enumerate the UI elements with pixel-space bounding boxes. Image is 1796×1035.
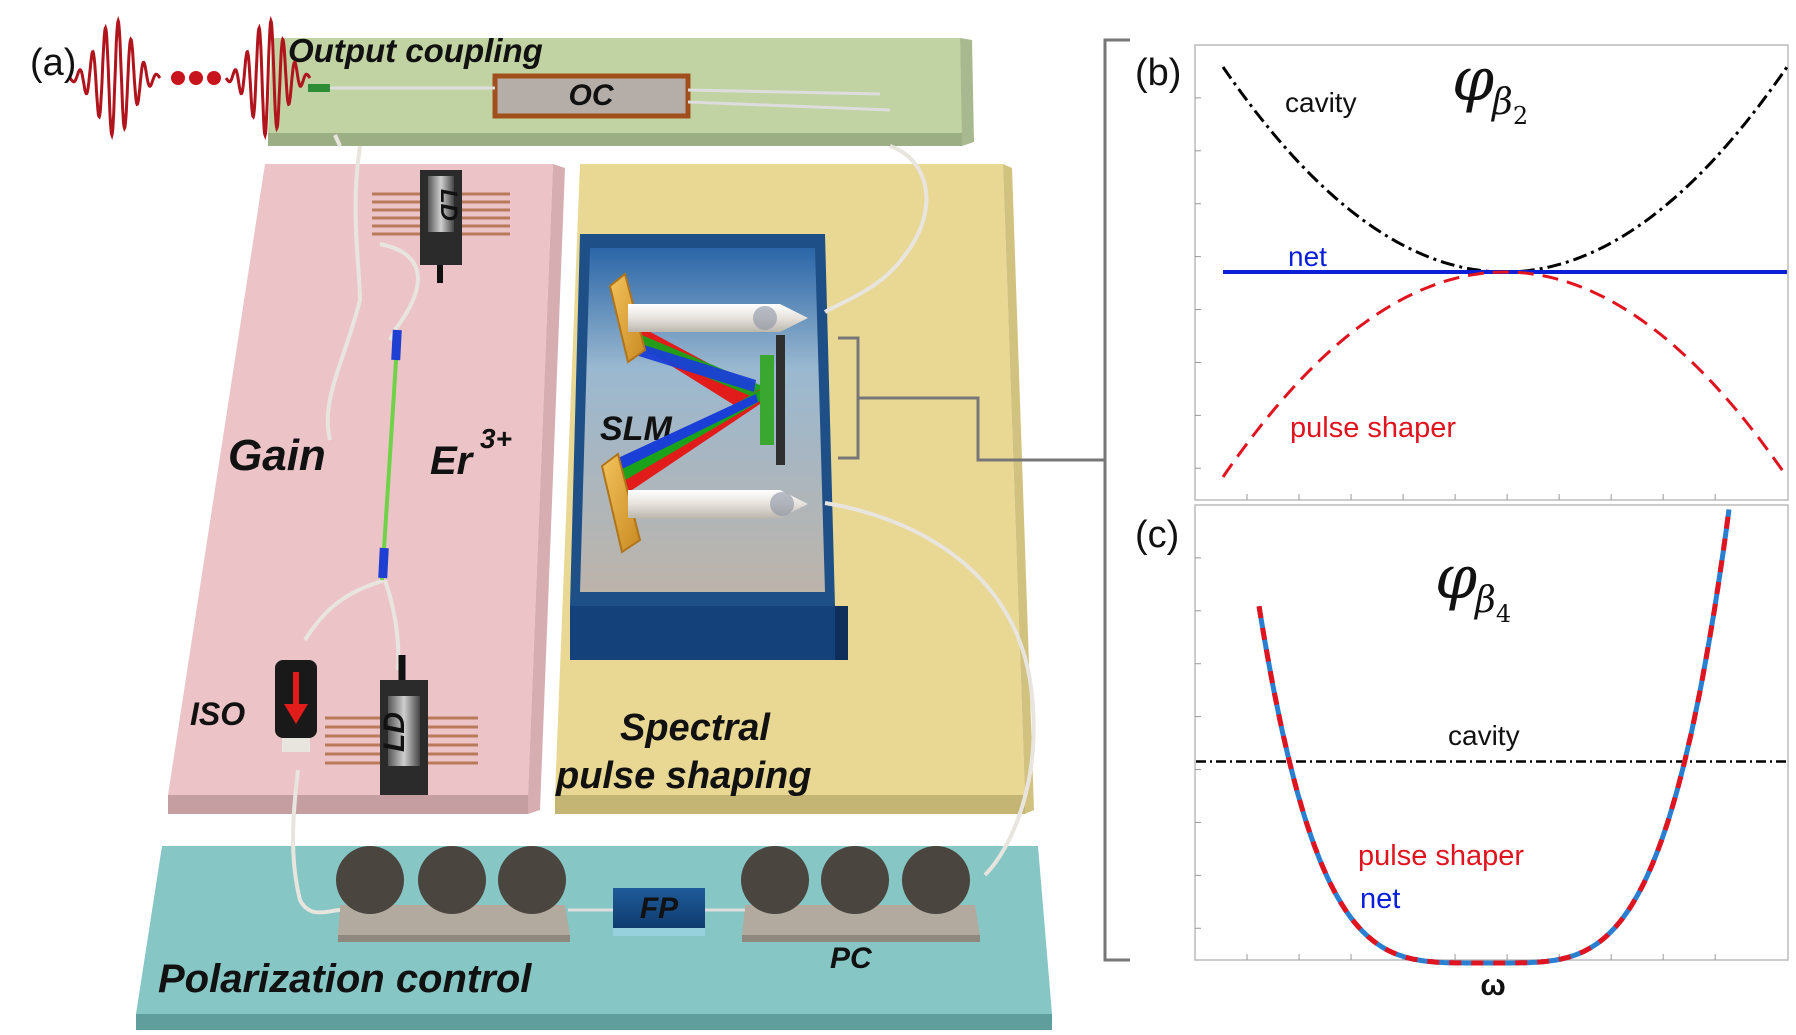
oc-box [492, 73, 691, 119]
output-pulse-train [68, 15, 312, 141]
pulse-dot [189, 71, 203, 85]
slm-mask [776, 335, 785, 465]
fibers [291, 134, 1036, 915]
x-axis-label-omega: ω [1480, 969, 1505, 1002]
isolator: ISO [190, 660, 317, 752]
gain-label: Gain [228, 431, 326, 480]
gain-panel: Gain Er 3+ [168, 164, 565, 814]
phi-c-subscript: β4 [1473, 580, 1511, 628]
erbium-superscript: 3+ [480, 423, 512, 454]
spectral-label-line2: pulse shaping [555, 755, 811, 797]
panel-a-label: (a) [30, 42, 76, 84]
output-pulse-left [68, 15, 162, 141]
ld-top-label: LD [435, 189, 462, 221]
oc-label: OC [569, 79, 615, 112]
paddle [741, 846, 809, 914]
series-b-pulse-shaper [1221, 270, 1789, 478]
pc-label: PC [830, 942, 873, 975]
panel-a: Output coupling OC (a) Gain Er 3+ [30, 15, 1052, 1030]
paddle [418, 846, 486, 914]
phi-b-subscript: β2 [1490, 82, 1528, 130]
fp-label: FP [640, 892, 679, 925]
output-coupling-panel: Output coupling OC [268, 32, 974, 146]
label-b-pulse-shaper: pulse shaper [1290, 412, 1456, 444]
label-b-cavity: cavity [1285, 87, 1357, 118]
spectral-label-line1: Spectral [620, 707, 771, 749]
label-c-pulse-shaper: pulse shaper [1358, 840, 1524, 872]
output-coupling-label: Output coupling [288, 32, 543, 69]
polarization-panel: Polarization control PC FP [136, 846, 1052, 1030]
collimator-top [628, 304, 808, 332]
paddle [821, 846, 889, 914]
pulse-dot [171, 71, 185, 85]
spectral-panel: Spectral pulse shaping SLM [555, 164, 1034, 814]
ld-bottom-label: LD [378, 712, 411, 752]
mirror-top [608, 272, 647, 364]
plot-c-axes [1194, 504, 1789, 961]
series-c-pulse-shaper [1256, 509, 1732, 966]
pulse-dot [207, 71, 221, 85]
phi-c-symbol: φ [1435, 543, 1477, 613]
isolator-arrow-icon [284, 704, 308, 724]
output-connector [308, 84, 330, 92]
iso-label: ISO [190, 696, 245, 732]
gain-fiber [378, 329, 402, 581]
phi-b-symbol: φ [1452, 45, 1494, 115]
mirror-bottom [600, 452, 642, 554]
label-c-cavity: cavity [1448, 720, 1520, 751]
panel-c-label: (c) [1135, 514, 1179, 556]
paddle-rail-left [338, 905, 570, 935]
slm-grating [760, 355, 774, 445]
panel-c: (c) cavity pulse shaper net φ β4 ω [1135, 504, 1789, 1002]
slm-box: SLM [570, 234, 848, 660]
label-b-net: net [1288, 241, 1327, 272]
paddle [902, 846, 970, 914]
polarization-label: Polarization control [158, 957, 532, 1001]
bracket-connector [838, 38, 1130, 962]
fp-box [613, 888, 705, 928]
output-pulse-right [224, 15, 312, 141]
erbium-label: Er [430, 439, 475, 483]
beam-blue [626, 340, 756, 392]
paddle [498, 846, 566, 914]
plot-b-ticks [1195, 97, 1716, 500]
laser-diode-bottom: LD [325, 655, 478, 795]
panel-b: (b) cavity net pulse shaper φ β2 [1135, 44, 1789, 501]
label-c-net: net [1360, 883, 1400, 915]
panel-b-label: (b) [1135, 52, 1181, 94]
paddle [336, 846, 404, 914]
laser-diode-top: LD [372, 170, 510, 283]
collimator-bottom [628, 490, 808, 518]
paddle-rail-right [742, 905, 980, 935]
